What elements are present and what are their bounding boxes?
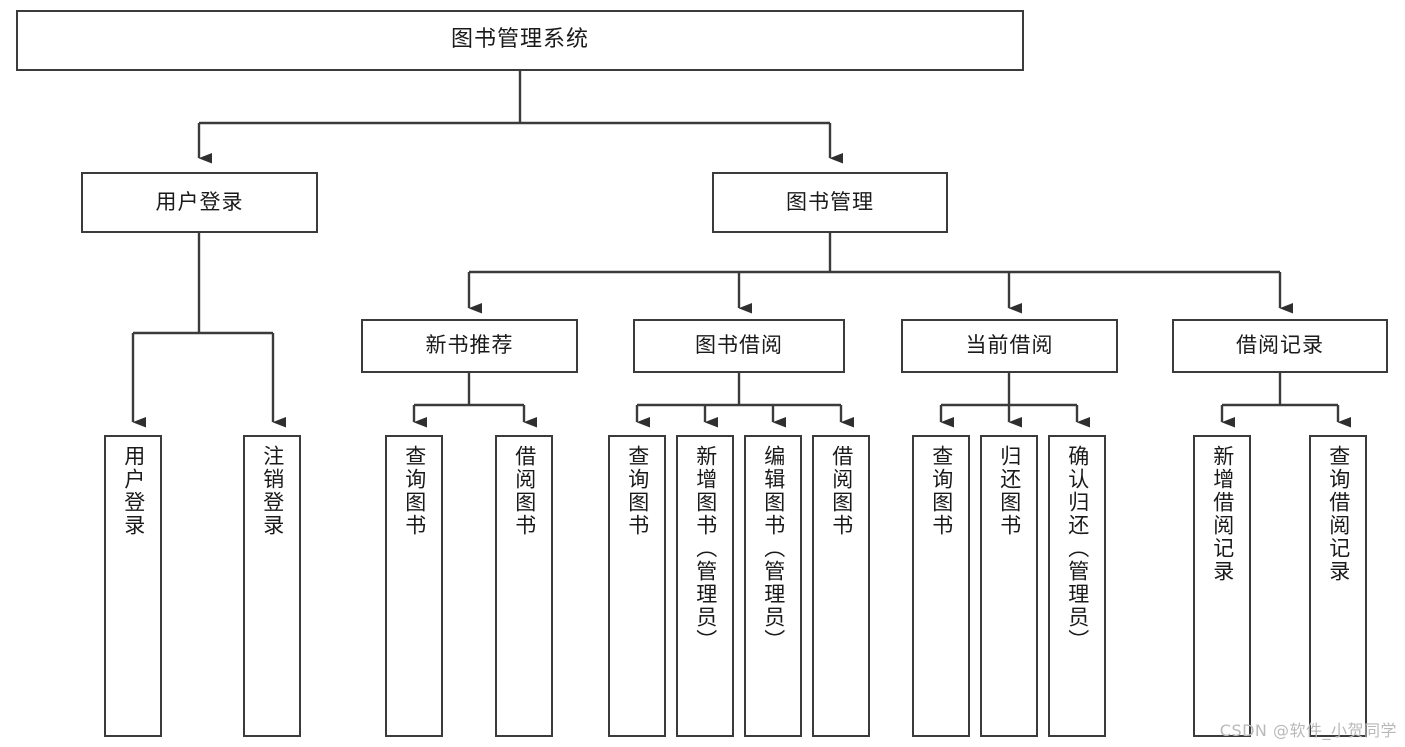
node-label: 图书借阅 xyxy=(695,333,783,358)
watermark-text: CSDN @软件_小贺同学 xyxy=(1219,721,1397,740)
node-label: 查询图书 xyxy=(402,445,427,537)
node-label: 归还图书 xyxy=(997,445,1022,537)
leaf-borrow-query-book[interactable]: 查询图书 xyxy=(608,435,666,737)
node-label: 图书管理 xyxy=(786,189,874,214)
node-label: 查询借阅记录 xyxy=(1326,445,1351,583)
leaf-record-add[interactable]: 新增借阅记录 xyxy=(1193,435,1251,737)
node-label: 注销登录 xyxy=(260,445,285,537)
leaf-new-book-query[interactable]: 查询图书 xyxy=(385,435,443,737)
leaf-user-login-signout[interactable]: 注销登录 xyxy=(243,435,301,737)
leaf-borrow-edit-book-admin[interactable]: 编辑图书（管理员） xyxy=(744,435,802,737)
leaf-borrow-borrow-book[interactable]: 借阅图书 xyxy=(812,435,870,737)
leaf-new-book-borrow[interactable]: 借阅图书 xyxy=(495,435,553,737)
node-new-book-recommend[interactable]: 新书推荐 xyxy=(361,319,578,373)
node-label: 借阅图书 xyxy=(512,445,537,537)
node-borrow-record[interactable]: 借阅记录 xyxy=(1172,319,1388,373)
leaf-borrow-add-book-admin[interactable]: 新增图书（管理员） xyxy=(676,435,734,737)
leaf-record-query[interactable]: 查询借阅记录 xyxy=(1309,435,1367,737)
leaf-current-confirm-return-admin[interactable]: 确认归还（管理员） xyxy=(1048,435,1106,737)
node-label: 用户登录 xyxy=(121,445,146,537)
node-label: 确认归还（管理员） xyxy=(1065,445,1090,652)
node-label: 图书管理系统 xyxy=(450,27,589,53)
node-label: 借阅记录 xyxy=(1236,333,1324,358)
node-root-system[interactable]: 图书管理系统 xyxy=(16,10,1024,71)
node-label: 用户登录 xyxy=(155,189,244,214)
node-label: 新书推荐 xyxy=(425,333,514,358)
node-label: 当前借阅 xyxy=(965,333,1054,358)
node-label: 新增借阅记录 xyxy=(1210,445,1235,583)
node-label: 查询图书 xyxy=(625,445,650,537)
node-user-login[interactable]: 用户登录 xyxy=(81,172,318,233)
leaf-current-query-book[interactable]: 查询图书 xyxy=(912,435,970,737)
node-label: 查询图书 xyxy=(929,445,954,537)
leaf-current-return-book[interactable]: 归还图书 xyxy=(980,435,1038,737)
node-label: 借阅图书 xyxy=(829,445,854,537)
node-current-borrow[interactable]: 当前借阅 xyxy=(901,319,1118,373)
node-book-borrow[interactable]: 图书借阅 xyxy=(633,319,845,373)
node-label: 新增图书（管理员） xyxy=(693,445,718,652)
node-label: 编辑图书（管理员） xyxy=(761,445,786,652)
leaf-user-login-signin[interactable]: 用户登录 xyxy=(104,435,162,737)
node-book-management[interactable]: 图书管理 xyxy=(712,172,948,233)
